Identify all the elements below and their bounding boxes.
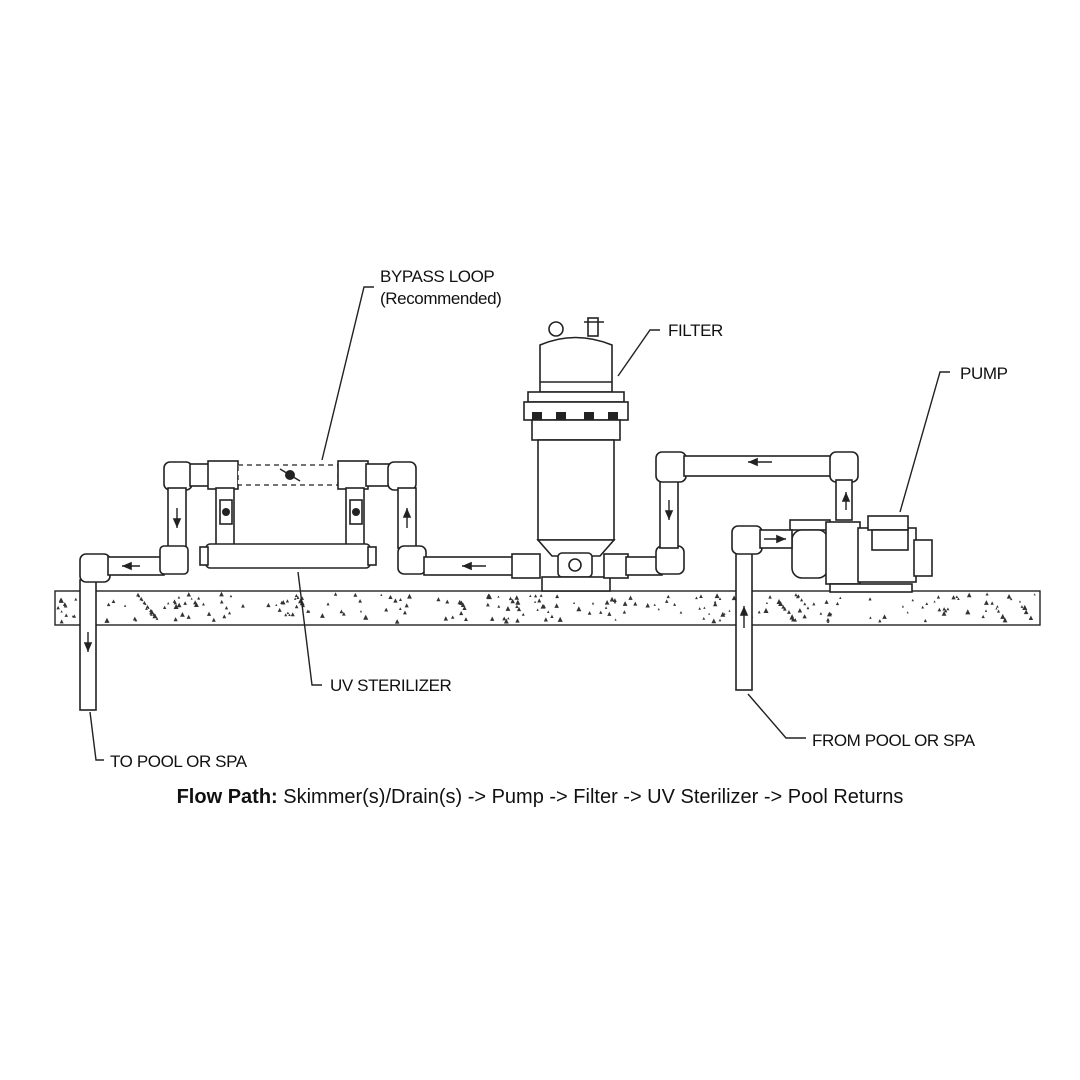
caption-prefix: Flow Path: [176, 786, 278, 808]
return-pipe [79, 553, 165, 711]
suction-pipe [731, 525, 793, 691]
flow-path-caption: Flow Path: Skimmer(s)/Drain(s) -> Pump -… [0, 786, 1080, 809]
pump-to-filter-pipe [625, 451, 859, 576]
ground [54, 590, 1041, 626]
caption-text: Skimmer(s)/Drain(s) -> Pump -> Filter ->… [277, 786, 904, 808]
uv-sterilizer-label: UV STERILIZER [330, 676, 452, 695]
uv-inlet-valve-icon [222, 508, 230, 516]
bypass-note-label: (Recommended) [380, 289, 501, 308]
bypass-loop-piping [159, 460, 541, 579]
pump-unit [789, 515, 933, 593]
to-pool-label: TO POOL OR SPA [110, 752, 248, 771]
uv-sterilizer-unit [205, 543, 371, 569]
pump-label: PUMP [960, 364, 1008, 383]
uv-outlet-valve-icon [352, 508, 360, 516]
filter-unit [523, 317, 629, 592]
bypass-loop-label: BYPASS LOOP [380, 267, 494, 286]
from-pool-label: FROM POOL OR SPA [812, 731, 976, 750]
leader-lines [89, 286, 950, 761]
filter-label: FILTER [668, 321, 723, 340]
